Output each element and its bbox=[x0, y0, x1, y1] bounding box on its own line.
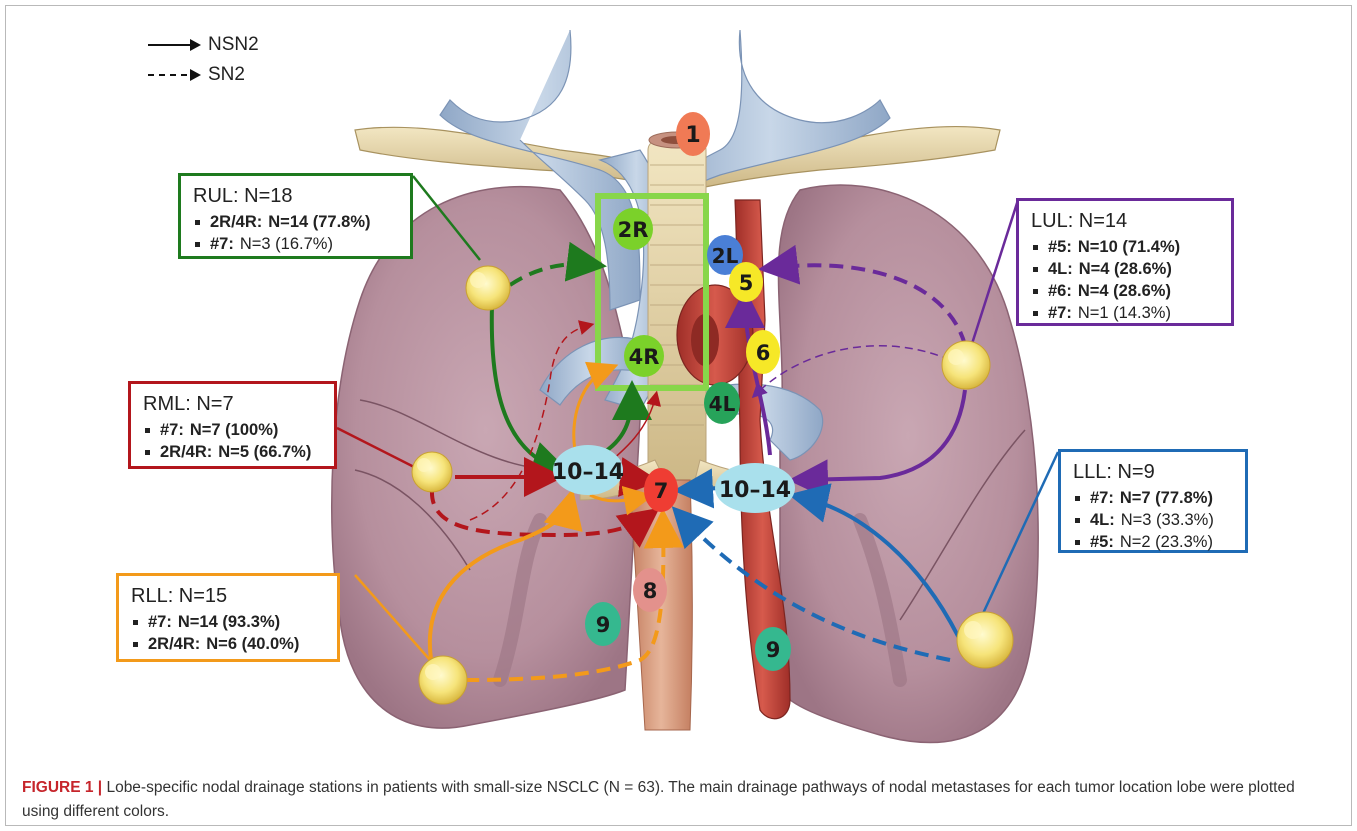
list-item: #7:N=1 (14.3%) bbox=[1031, 302, 1219, 324]
figure-caption: FIGURE 1 | Lobe-specific nodal drainage … bbox=[22, 776, 1332, 824]
list-item: 2R/4R:N=6 (40.0%) bbox=[131, 633, 325, 655]
rul-header: RUL: N=18 bbox=[193, 184, 398, 208]
dashed-arrow-icon bbox=[148, 74, 198, 76]
caption-label: FIGURE 1 | bbox=[22, 779, 102, 796]
lll-box: LLL: N=9 #7:N=7 (77.8%) 4L:N=3 (33.3%) #… bbox=[1058, 449, 1248, 553]
station-10-14-left: 10–14 bbox=[715, 463, 795, 513]
station-2r: 2R bbox=[613, 208, 653, 250]
svg-text:10–14: 10–14 bbox=[552, 460, 624, 485]
svg-text:10–14: 10–14 bbox=[719, 478, 791, 503]
lul-header: LUL: N=14 bbox=[1031, 209, 1219, 233]
tumor-rul bbox=[466, 266, 510, 310]
rll-header: RLL: N=15 bbox=[131, 584, 325, 608]
list-item: #5:N=10 (71.4%) bbox=[1031, 236, 1219, 258]
tumor-rll bbox=[419, 656, 467, 704]
list-item: #5:N=2 (23.3%) bbox=[1073, 531, 1233, 553]
svg-text:1: 1 bbox=[685, 123, 700, 148]
rll-box: RLL: N=15 #7:N=14 (93.3%) 2R/4R:N=6 (40.… bbox=[116, 573, 340, 662]
svg-text:9: 9 bbox=[596, 613, 611, 637]
list-item: #7:N=7 (77.8%) bbox=[1073, 487, 1233, 509]
station-9-left-side: 9 bbox=[755, 627, 791, 671]
list-item: #7:N=14 (93.3%) bbox=[131, 611, 325, 633]
svg-text:9: 9 bbox=[766, 638, 781, 662]
station-8: 8 bbox=[633, 568, 667, 612]
legend-nsn2: NSN2 bbox=[148, 30, 259, 60]
legend-sn2: SN2 bbox=[148, 60, 259, 90]
station-1: 1 bbox=[676, 112, 710, 156]
rul-box: RUL: N=18 2R/4R:N=14 (77.8%) #7:N=3 (16.… bbox=[178, 173, 413, 259]
tumor-lul bbox=[942, 341, 990, 389]
svg-text:4L: 4L bbox=[709, 392, 736, 416]
list-item: 4L:N=4 (28.6%) bbox=[1031, 258, 1219, 280]
station-9-right-side: 9 bbox=[585, 602, 621, 646]
list-item: 2R/4R:N=5 (66.7%) bbox=[143, 441, 322, 463]
list-item: #6:N=4 (28.6%) bbox=[1031, 280, 1219, 302]
station-5: 5 bbox=[729, 262, 763, 302]
solid-arrow-icon bbox=[148, 44, 198, 46]
list-item: 4L:N=3 (33.3%) bbox=[1073, 509, 1233, 531]
station-6: 6 bbox=[746, 330, 780, 374]
lul-box: LUL: N=14 #5:N=10 (71.4%) 4L:N=4 (28.6%)… bbox=[1016, 198, 1234, 326]
legend: NSN2 SN2 bbox=[148, 30, 259, 90]
legend-nsn2-label: NSN2 bbox=[208, 34, 259, 56]
caption-text: Lobe-specific nodal drainage stations in… bbox=[22, 779, 1295, 820]
rml-box: RML: N=7 #7:N=7 (100%) 2R/4R:N=5 (66.7%) bbox=[128, 381, 337, 469]
rml-header: RML: N=7 bbox=[143, 392, 322, 416]
svg-text:5: 5 bbox=[739, 271, 754, 295]
list-item: 2R/4R:N=14 (77.8%) bbox=[193, 211, 398, 233]
svg-text:4R: 4R bbox=[629, 345, 660, 369]
list-item: #7:N=3 (16.7%) bbox=[193, 233, 398, 255]
lll-nsn2-path-b bbox=[685, 488, 720, 490]
tumor-rml bbox=[412, 452, 452, 492]
legend-sn2-label: SN2 bbox=[208, 64, 245, 86]
station-4r: 4R bbox=[624, 335, 664, 377]
svg-text:8: 8 bbox=[643, 579, 658, 603]
tumor-lll bbox=[957, 612, 1013, 668]
svg-text:6: 6 bbox=[756, 341, 771, 365]
lll-header: LLL: N=9 bbox=[1073, 460, 1233, 484]
svg-text:2R: 2R bbox=[618, 218, 649, 242]
station-4l: 4L bbox=[704, 382, 740, 424]
svg-text:7: 7 bbox=[654, 479, 669, 503]
svg-text:2L: 2L bbox=[712, 244, 739, 268]
list-item: #7:N=7 (100%) bbox=[143, 419, 322, 441]
station-7: 7 bbox=[644, 468, 678, 512]
